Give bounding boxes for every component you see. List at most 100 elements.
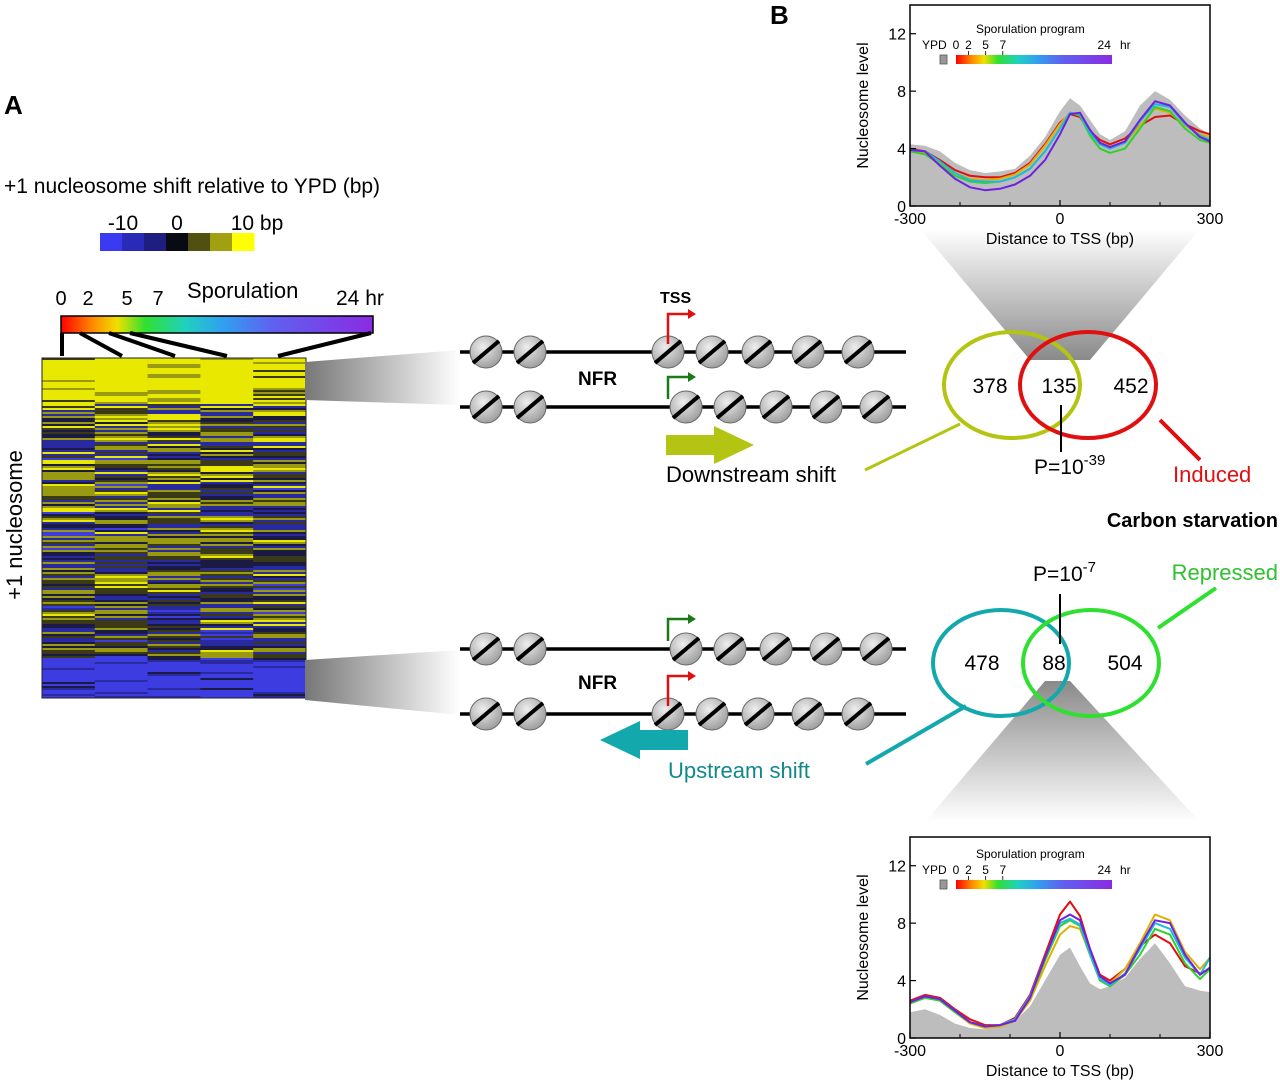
heatmap-cell <box>147 596 201 599</box>
tss-arrow <box>666 617 688 641</box>
heatmap-cell <box>200 534 254 537</box>
heatmap-cell <box>94 676 148 679</box>
upstream-shift-label: Upstream shift <box>668 758 810 783</box>
heatmap-cell <box>94 458 148 461</box>
heatmap-cell <box>42 626 96 629</box>
heatmap-cell <box>200 514 254 517</box>
heatmap-cell <box>147 450 201 453</box>
heatmap-cell <box>200 392 254 395</box>
heatmap-cell <box>200 490 254 493</box>
heatmap-cell <box>200 570 254 573</box>
heatmap-cell <box>253 680 307 683</box>
heatmap-cell <box>94 600 148 603</box>
heatmap-cell <box>94 644 148 647</box>
heatmap-cell <box>200 680 254 683</box>
heatmap-cell <box>147 496 201 499</box>
legend-tick-label: 7 <box>999 863 1006 877</box>
nucleosome-dna-wrap <box>761 636 791 662</box>
heatmap-cell <box>200 574 254 577</box>
heatmap-cell <box>147 676 201 679</box>
heatmap-cell <box>42 560 96 563</box>
heatmap-cell <box>42 652 96 655</box>
heatmap-cell <box>94 562 148 565</box>
heatmap-cell <box>200 422 254 425</box>
heatmap-cell <box>147 600 201 603</box>
heatmap-cell <box>42 586 96 589</box>
heatmap-cell <box>147 410 201 413</box>
heatmap-cell <box>94 482 148 485</box>
heatmap-cell <box>147 430 201 433</box>
bottom-venn: 478 88 504 P=10-7 Repressed <box>864 559 1278 766</box>
heatmap-cell <box>200 612 254 615</box>
nucleosome-dna-wrap <box>515 636 545 662</box>
venn-induced-ellipse <box>1018 330 1158 440</box>
heatmap-cell <box>42 532 96 535</box>
sporulation-tick-5: 5 <box>121 288 132 310</box>
top-zoom-taper <box>305 350 460 405</box>
heatmap-cell <box>42 474 96 477</box>
heatmap-cell <box>42 668 96 671</box>
nucleosome-dna-wrap <box>471 394 501 420</box>
heatmap-cell <box>253 522 307 525</box>
heatmap-cell <box>147 572 201 575</box>
heatmap-cell <box>94 590 148 593</box>
heatmap-cell <box>42 400 96 403</box>
heatmap-cell <box>42 658 96 661</box>
heatmap-cell <box>42 472 96 475</box>
heatmap-cell <box>147 382 201 385</box>
heatmap-cell <box>253 396 307 399</box>
nucleosome-dna-wrap <box>671 636 701 662</box>
heatmap-cell <box>200 608 254 611</box>
heatmap-cell <box>42 534 96 537</box>
heatmap-cell <box>147 364 201 367</box>
heatmap-cell <box>42 398 96 401</box>
heatmap-cell <box>42 604 96 607</box>
heatmap-cell <box>253 520 307 523</box>
heatmap-cell <box>253 392 307 395</box>
x-tick-label: 0 <box>1056 1043 1065 1060</box>
heatmap-cell <box>94 646 148 649</box>
tss-arrow <box>666 674 688 706</box>
heatmap-cell <box>147 544 201 547</box>
heatmap-cell <box>253 540 307 543</box>
heatmap-cell <box>253 406 307 409</box>
heatmap-cell <box>200 420 254 423</box>
heatmap-cell <box>253 614 307 617</box>
heatmap-cell <box>42 490 96 493</box>
heatmap-cell <box>200 554 254 557</box>
nucleosome-dna-wrap <box>515 394 545 420</box>
heatmap-cell <box>253 386 307 389</box>
heatmap-cell <box>147 688 201 691</box>
heatmap-cell <box>94 464 148 467</box>
heatmap-cell <box>94 636 148 639</box>
heatmap-cell <box>200 372 254 375</box>
heatmap-cell <box>42 460 96 463</box>
heatmap-cell <box>200 480 254 483</box>
colorbar-tick-min: -10 <box>108 212 138 235</box>
heatmap-cell <box>42 464 96 467</box>
y-axis-label: Nucleosome level <box>855 874 872 1000</box>
heatmap-cell <box>147 408 201 411</box>
heatmap-cell <box>94 378 148 381</box>
tss-arrowhead <box>688 671 696 681</box>
legend-tick-label: 2 <box>965 863 972 877</box>
upstream-shift-arrow <box>600 721 688 759</box>
heatmap-cell <box>253 466 307 469</box>
heatmap-cell <box>94 446 148 449</box>
heatmap-cell <box>147 494 201 497</box>
heatmap-cell <box>253 360 307 363</box>
colorbar-segment <box>166 233 189 251</box>
heatmap-cell <box>94 620 148 623</box>
heatmap-cell <box>253 628 307 631</box>
heatmap-cell <box>253 512 307 515</box>
heatmap-cell <box>147 390 201 393</box>
heatmap-cell <box>94 608 148 611</box>
heatmap-cell <box>253 462 307 465</box>
colorbar-segment <box>122 233 145 251</box>
heatmap-cell <box>147 378 201 381</box>
heatmap-cell <box>94 416 148 419</box>
heatmap-cell <box>200 578 254 581</box>
heatmap-cell <box>42 436 96 439</box>
heatmap-cell <box>147 406 201 409</box>
heatmap-cell <box>94 414 148 417</box>
